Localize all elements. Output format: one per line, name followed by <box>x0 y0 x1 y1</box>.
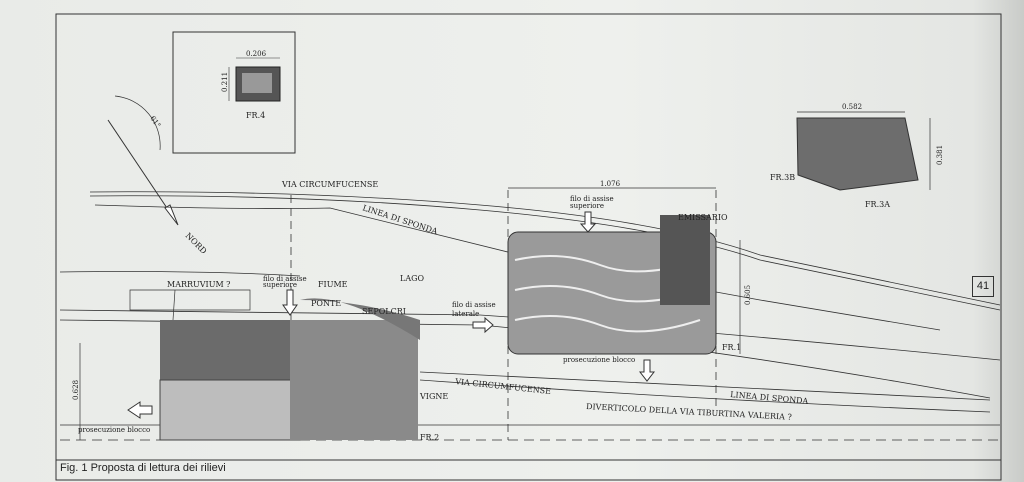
filo-fr1-label-b: superiore <box>570 202 604 210</box>
fr3-height: 0.381 <box>936 145 944 165</box>
fr4-width: 0.206 <box>246 50 267 58</box>
filo-laterale-label-a: filo di assise <box>452 301 496 309</box>
fr1-label: FR.1 <box>722 343 741 352</box>
vigne-label: VIGNE <box>419 392 448 401</box>
nord-label: NORD <box>184 231 209 256</box>
filo-superiore-label-a: filo di assise <box>263 275 307 283</box>
via-circumfucense-top: VIA CIRCUMFUCENSE <box>281 180 378 189</box>
filo-superiore-label-b: superiore <box>263 281 297 289</box>
north-arrow: 61° NORD <box>107 95 209 256</box>
diverticolo-label: DIVERTICOLO DELLA VIA TIBURTINA VALERIA … <box>586 402 792 422</box>
fr2-label: FR.2 <box>420 433 439 442</box>
fr1-width: 1.076 <box>600 180 621 188</box>
filo-fr1-label-a: filo di assise <box>570 195 614 203</box>
via-circumfucense-bottom: VIA CIRCUMFUCENSE <box>454 377 552 396</box>
emissario-label: EMISSARIO <box>678 213 728 222</box>
prosecuzione-fr1-label: prosecuzione blocco <box>563 356 635 364</box>
fr2-height: 0.628 <box>72 380 80 400</box>
lago-label: LAGO <box>400 274 424 283</box>
ponte-label: PONTE <box>311 299 341 308</box>
fr3a-label: FR.3A <box>865 200 890 209</box>
fr1-height: 0.605 <box>744 285 752 305</box>
fr1-relief: 1.076 0.605 FR.1 <box>507 180 752 355</box>
fr2-relief: 0.628 prosecuzione blocco FR.2 <box>72 289 439 442</box>
fr3b-label: FR.3B <box>770 173 795 182</box>
fr4-inset: 0.206 0.211 FR.4 <box>172 31 296 154</box>
linea-di-sponda-top: LINEA DI SPONDA <box>361 203 439 236</box>
angle-label: 61° <box>148 115 162 130</box>
filo-laterale-label-b: laterale <box>452 310 479 318</box>
marruvium-label: MARRUVIUM ? <box>167 280 230 289</box>
linea-di-sponda-bottom: LINEA DI SPONDA <box>730 390 809 406</box>
fr3-relief: 0.582 0.381 FR.3B FR.3A <box>770 103 944 209</box>
prosecuzione-fr2-label: prosecuzione blocco <box>78 426 150 434</box>
fr4-label: FR.4 <box>246 111 265 120</box>
sepolcri-label: SEPOLCRI <box>362 307 406 316</box>
page-number: 41 <box>972 276 994 297</box>
figure-caption: Fig. 1 Proposta di lettura dei rilievi <box>60 462 226 474</box>
fr4-height: 0.211 <box>221 72 229 92</box>
fr3-width: 0.582 <box>842 103 862 111</box>
fiume-label: FIUME <box>318 280 348 289</box>
figure-frame <box>55 13 1002 481</box>
